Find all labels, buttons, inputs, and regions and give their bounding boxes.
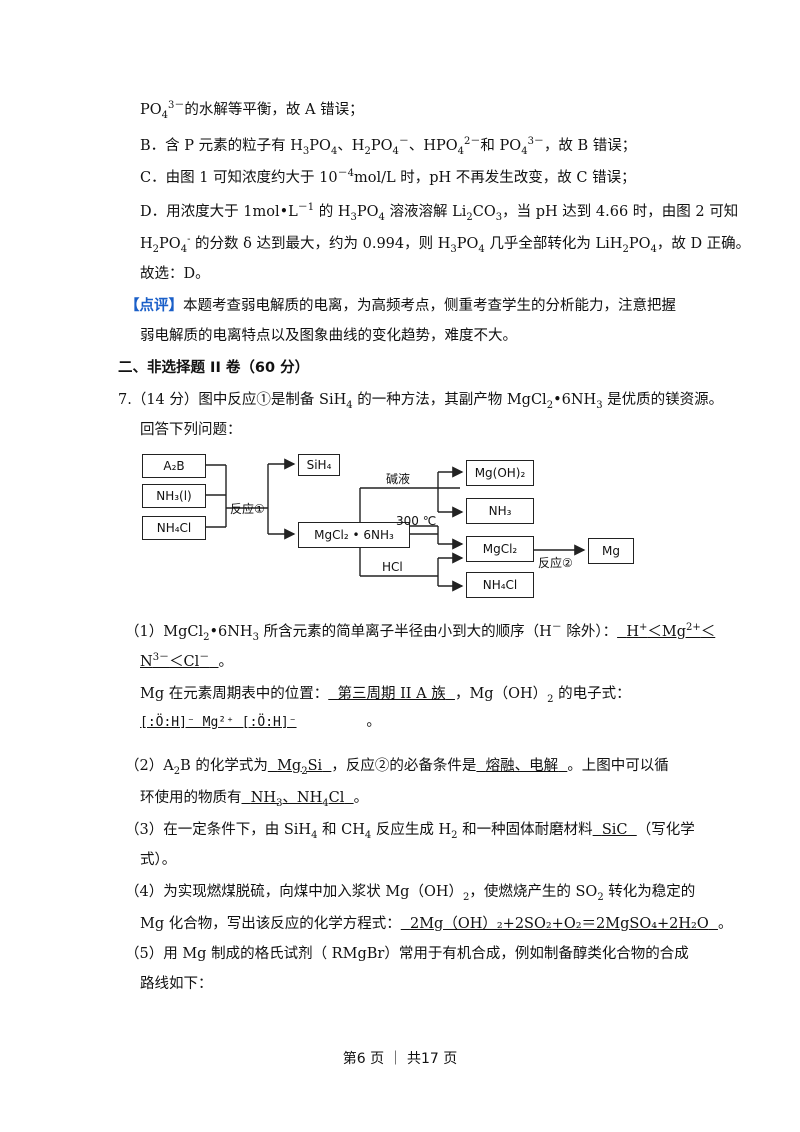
sub2-line-2: 环使用的物质有 NH3、NH4Cl 。 — [140, 790, 369, 809]
comment-tag: 【点评】 — [125, 297, 183, 314]
conclusion: 故选：D。 — [140, 266, 210, 282]
diagram-connectors — [206, 458, 586, 592]
sub2-line-1: （2）A2B 的化学式为 Mg2Si ，反应②的必备条件是 熔融、电解 。上图中… — [125, 758, 669, 777]
option-b-line: B．含 P 元素的粒子有 H3PO4、H2PO4－、HPO42－和 PO43－，… — [140, 136, 637, 157]
temp-label: 300 ℃ — [396, 514, 437, 528]
q7-stem-2: 回答下列问题： — [140, 422, 242, 438]
option-d-line-1: D．用浓度大于 1mol•L－1 的 H3PO4 溶液溶解 Li2CO3，当 p… — [140, 202, 739, 223]
product-nh3: NH₃ — [466, 498, 534, 524]
q7-stem-1: 7.（14 分）图中反应①是制备 SiH4 的一种方法，其副产物 MgCl2•6… — [118, 392, 724, 411]
answer-condition: 熔融、电解 — [485, 758, 559, 774]
text-line: PO43－的水解等平衡，故 A 错误； — [140, 100, 364, 121]
sub5-line-2: 路线如下： — [140, 976, 213, 992]
answer-ion-order-2: N3－＜Cl－ — [140, 652, 210, 670]
section-title: 二、非选择题 II 卷（60 分） — [118, 360, 310, 376]
sub4-line-2: Mg 化合物，写出该反应的化学方程式： 2Mg（OH）₂+2SO₂+O₂＝2Mg… — [140, 916, 733, 932]
input-a2b: A₂B — [142, 454, 206, 478]
product-mgcl2-6nh3: MgCl₂ • 6NH₃ — [298, 522, 410, 548]
base-label: 碱液 — [386, 472, 411, 486]
option-d-line-2: H2PO4- 的分数 δ 达到最大，约为 0.994，则 H3PO4 几乎全部转… — [140, 234, 751, 255]
answer-ion-order-1: H+＜Mg2+＜ — [626, 622, 716, 640]
product-nh4cl: NH₄Cl — [466, 572, 534, 598]
flow-diagram: A₂B NH₃(l) NH₄Cl 反应① SiH₄ MgCl₂ • 6NH₃ 碱… — [138, 448, 638, 604]
reaction2-label: 反应② — [538, 556, 573, 570]
comment-line-2: 弱电解质的电离特点以及图象曲线的变化趋势，难度不大。 — [140, 328, 517, 344]
answer-a2b: Mg2Si — [277, 758, 323, 777]
product-sih4: SiH₄ — [298, 454, 340, 476]
sub1-line-2: N3－＜Cl－ 。 — [140, 652, 234, 670]
product-mgoh2: Mg(OH)₂ — [466, 460, 534, 486]
option-c-line: C．由图 1 可知浓度约大于 10－4mol/L 时，pH 不再发生改变，故 C… — [140, 168, 636, 186]
comment-line-1: 【点评】本题考查弱电解质的电离，为高频考点，侧重考查学生的分析能力，注意把握 — [125, 297, 676, 314]
sub5-line-1: （5）用 Mg 制成的格氏试剂（ RMgBr）常用于有机合成，例如制备醇类化合物… — [125, 946, 689, 962]
sub3-line-1: （3）在一定条件下，由 SiH4 和 CH4 反应生成 H2 和一种固体耐磨材料… — [125, 822, 695, 841]
product-mg: Mg — [588, 538, 634, 564]
answer-equation: 2Mg（OH）₂+2SO₂+O₂＝2MgSO₄+2H₂O — [409, 916, 709, 932]
answer-position: 第三周期 II A 族 — [337, 686, 446, 702]
reaction1-label: 反应① — [230, 502, 265, 516]
sub1-line-1: （1）MgCl2•6NH3 所含元素的简单离子半径由小到大的顺序（H－ 除外）：… — [125, 622, 716, 643]
page-footer: 第6 页 ｜ 共17 页 — [342, 1051, 458, 1067]
input-nh3: NH₃(l) — [142, 484, 206, 508]
sub4-line-1: （4）为实现燃煤脱硫，向煤中加入浆状 Mg（OH）2，使燃烧产生的 SO2 转化… — [125, 884, 696, 903]
hcl-label: HCl — [382, 560, 403, 574]
sub1-position-line: Mg 在元素周期表中的位置： 第三周期 II A 族 ，Mg（OH）2 的电子式… — [140, 686, 631, 705]
product-mgcl2: MgCl₂ — [466, 536, 534, 562]
sub3-line-2: 式）。 — [140, 852, 177, 868]
answer-recycle: NH3、NH4Cl — [250, 790, 345, 809]
answer-material: SiC — [601, 822, 628, 838]
input-nh4cl: NH₄Cl — [142, 516, 206, 540]
electron-formula: [:Ö:H]⁻ Mg²⁺ [:Ö:H]⁻ 。 — [140, 714, 381, 730]
